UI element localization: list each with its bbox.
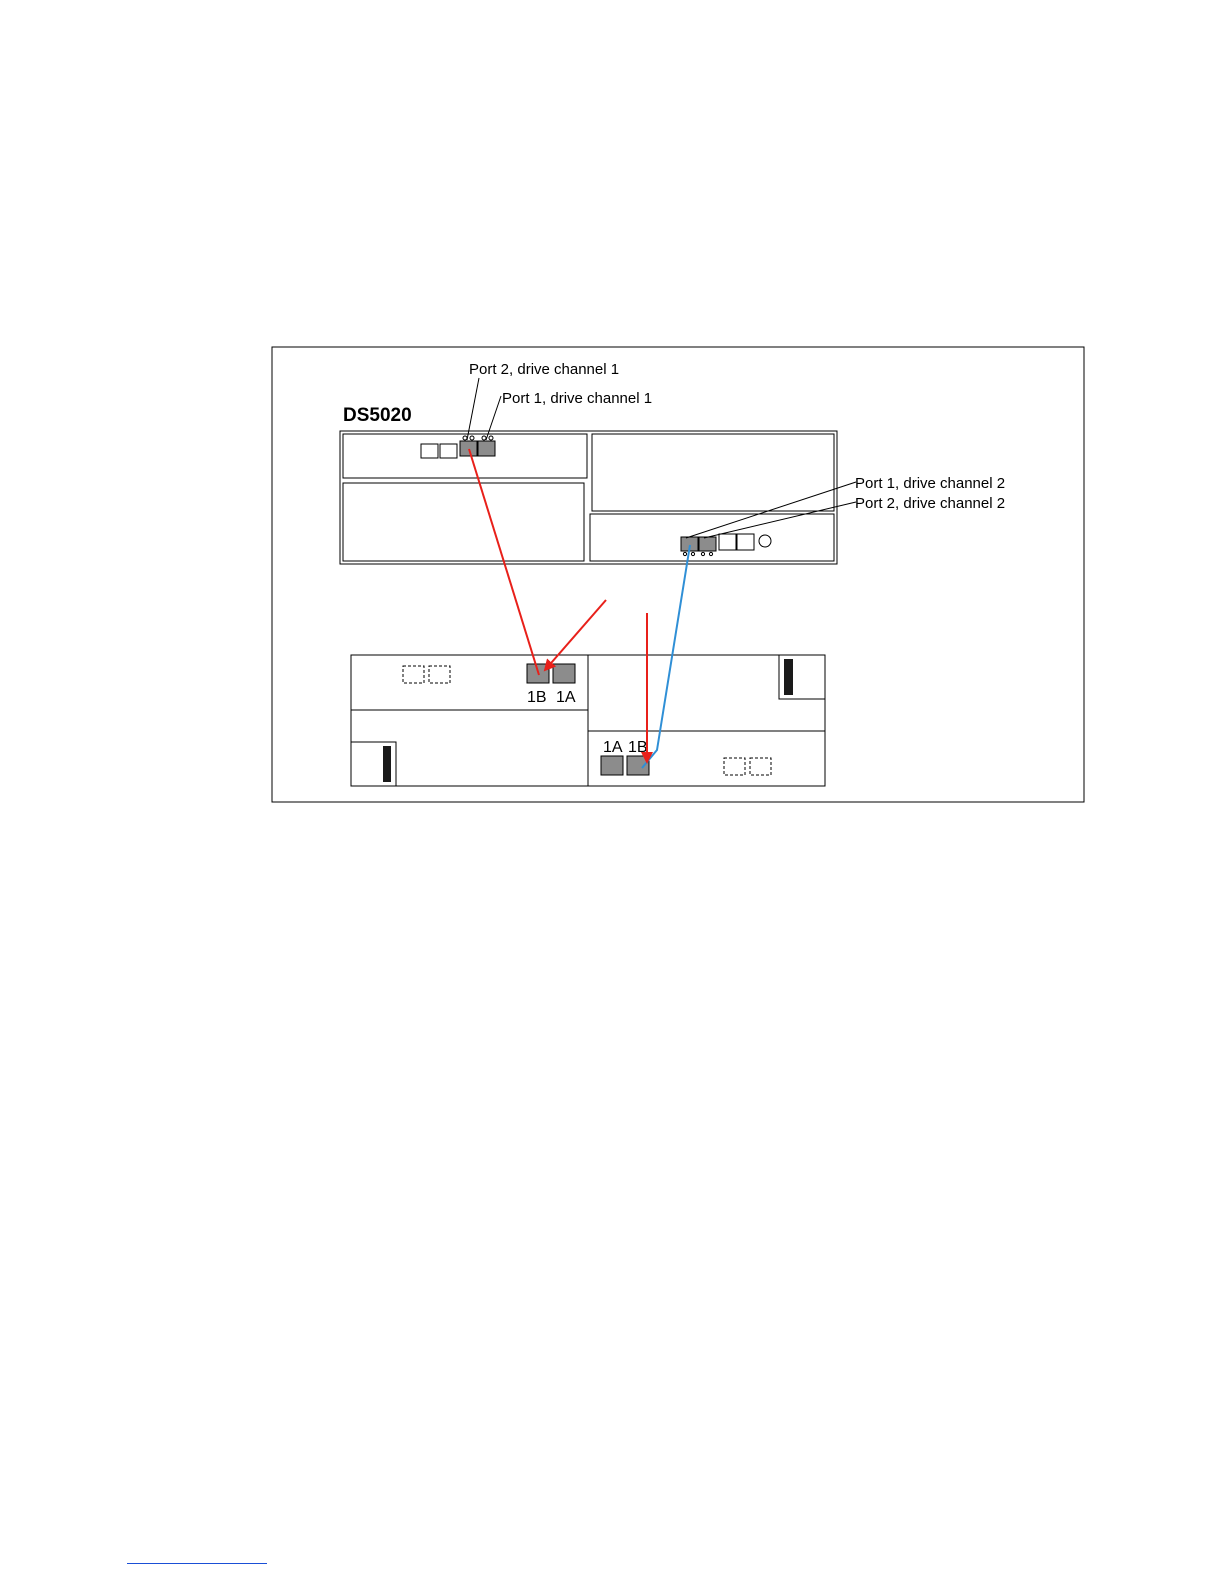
callout-port2-ch2: Port 2, drive channel 2 — [855, 495, 1005, 512]
ethernet-port — [440, 444, 457, 458]
controller-a-ports — [421, 436, 495, 458]
left-handle — [383, 746, 391, 782]
esm-a-port-1a — [553, 664, 575, 683]
label-right-1b: 1B — [628, 739, 648, 756]
power-fan-module-right — [592, 434, 834, 511]
figure-title: DS5020 — [343, 405, 412, 426]
controller-b-ports — [681, 534, 771, 556]
esm-b-port-1b — [627, 756, 649, 775]
footnote-rule — [127, 1563, 267, 1564]
callout-port1-ch2: Port 1, drive channel 2 — [855, 475, 1005, 492]
callout-port2-ch1: Port 2, drive channel 1 — [469, 361, 619, 378]
drive-port-2-ch1 — [460, 441, 477, 456]
blue-cable-ch2 — [642, 545, 690, 768]
unused-ports — [403, 666, 771, 775]
power-fan-module-left — [343, 483, 584, 561]
ethernet-port — [737, 534, 754, 550]
drive-port-2-ch2 — [699, 537, 716, 551]
ethernet-port — [719, 534, 736, 550]
label-left-1a: 1A — [556, 689, 576, 706]
expansion-enclosure — [351, 655, 825, 786]
drive-port-1-ch1 — [478, 441, 495, 456]
right-handle — [784, 659, 793, 695]
label-right-1a: 1A — [603, 739, 623, 756]
ethernet-port — [421, 444, 438, 458]
label-left-1b: 1B — [527, 689, 547, 706]
red-arrow-left — [545, 600, 606, 670]
esm-b-port-1a — [601, 756, 623, 775]
callout-port1-ch1: Port 1, drive channel 1 — [502, 390, 652, 407]
indicator-led — [759, 535, 771, 547]
